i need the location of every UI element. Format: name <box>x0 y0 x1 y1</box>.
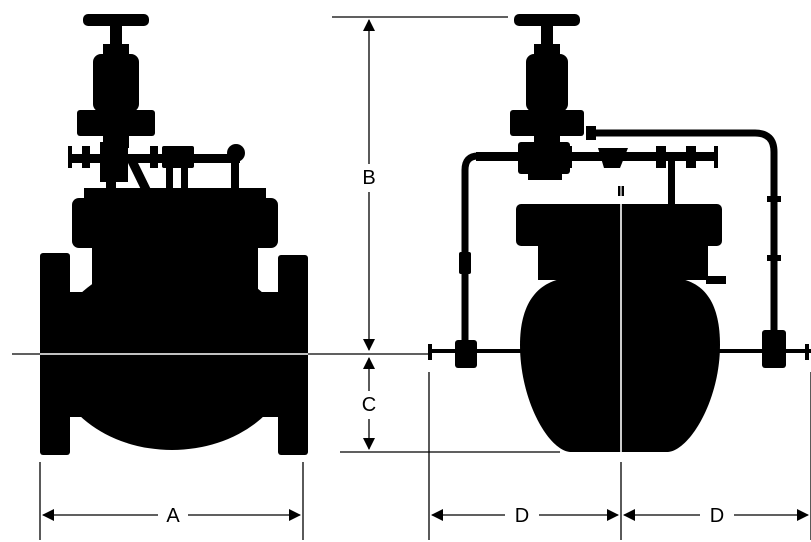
dimension-label-d-left: D <box>515 505 529 527</box>
dimension-label-c: C <box>362 394 376 416</box>
dimension-lines <box>12 16 811 540</box>
dimension-label-d-right: D <box>710 505 724 527</box>
dimension-label-b: B <box>362 167 375 189</box>
side-view-valve <box>428 14 811 460</box>
front-view-valve <box>40 14 308 455</box>
dimension-label-a: A <box>166 505 180 527</box>
